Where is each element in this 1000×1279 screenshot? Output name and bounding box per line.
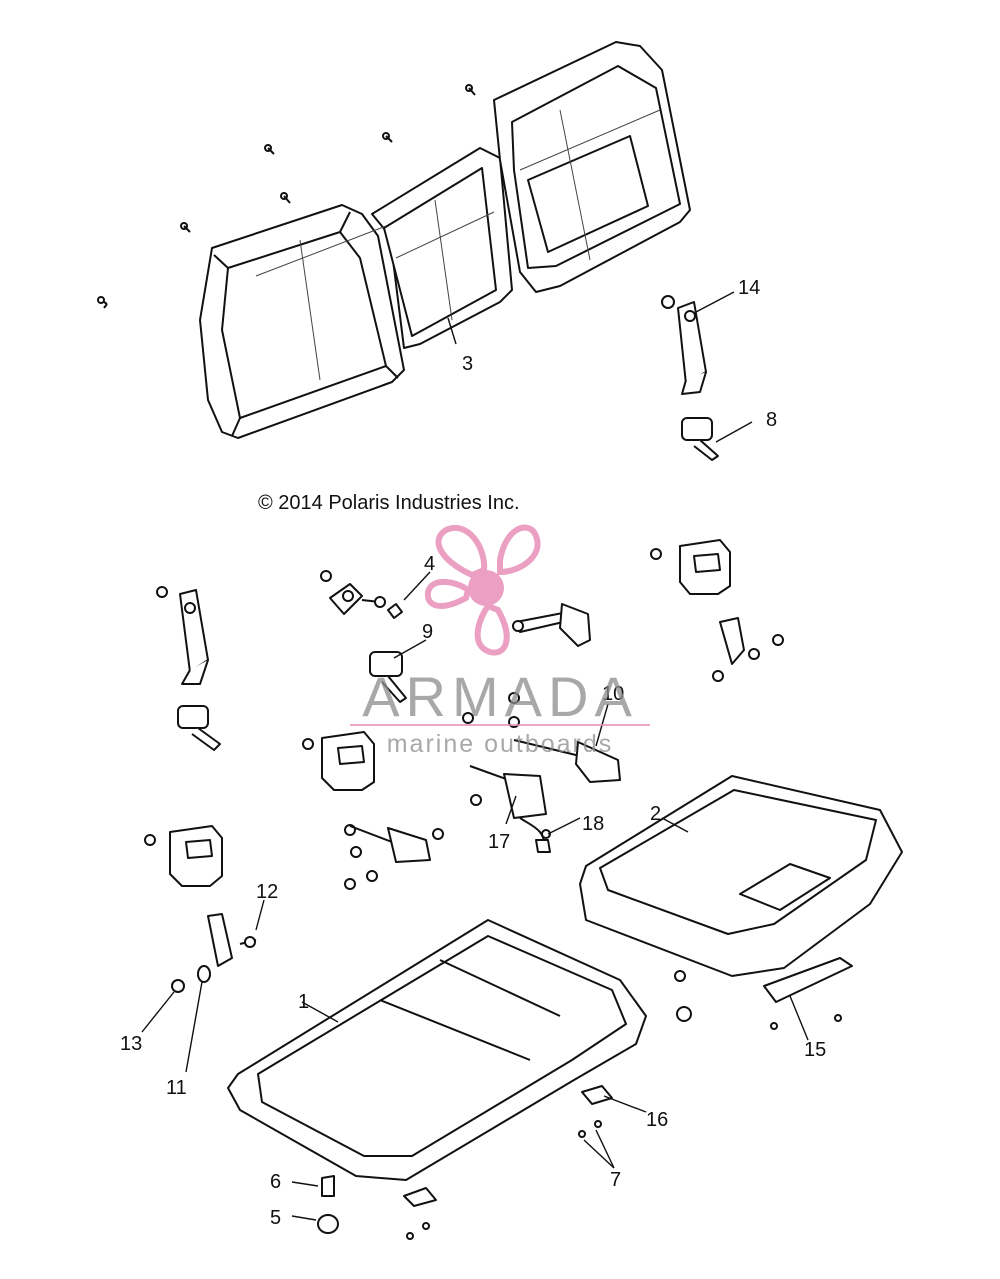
seat-belt-retractor-14 [661,295,707,395]
watermark-propeller-icon [424,524,541,656]
seat-belt-retractor-lower-left [144,825,223,887]
callout-16: 16 [646,1109,668,1131]
backrest-screws [97,84,476,309]
callout-3: 3 [462,353,473,375]
watermark-brand: ARMADA [362,665,638,728]
seat-backrest-assembly [199,41,691,439]
watermark-divider [350,724,650,726]
callout-12: 12 [256,881,278,903]
seat-bottom-2 [579,775,903,977]
callout-14: 14 [738,277,760,299]
callout-7: 7 [610,1169,621,1191]
belt-anchor-4 [320,570,403,619]
callout-2: 2 [650,803,661,825]
bracket-12 [207,913,257,967]
seat-belt-buckle-9 [369,651,407,703]
seat-belt-retractor-left [156,586,209,685]
seat-belt-retractor-center [302,731,375,791]
callout-labels: 1 2 3 4 5 6 7 8 9 10 11 12 13 14 15 16 1… [120,277,826,1229]
nut-13-washer-11 [171,965,211,993]
right-mount-bracket [712,617,784,682]
watermark-tagline: marine outboards [386,730,614,758]
stud-6-grommet-5 [317,1175,437,1240]
callout-15: 15 [804,1039,826,1061]
seat-bracket-15 [674,957,853,1030]
callout-4: 4 [424,553,435,575]
callout-1: 1 [298,991,309,1013]
seat-bottom-1 [227,919,647,1181]
callout-17: 17 [488,831,510,853]
belt-latch-center [512,603,591,647]
callout-6: 6 [270,1171,281,1193]
backrest-surface-lines [255,109,661,381]
callout-10: 10 [602,683,624,705]
seat-belt-retractor-right [650,539,731,595]
leader-lines [141,291,809,1221]
seat-belt-buckle-left [177,705,221,751]
callout-9: 9 [422,621,433,643]
callout-8: 8 [766,409,777,431]
seat-belt-buckle-8 [681,417,719,461]
harness-assembly [462,692,621,853]
belt-webbing-17 [344,824,444,890]
callout-5: 5 [270,1207,281,1229]
callout-18: 18 [582,813,604,835]
callout-13: 13 [120,1033,142,1055]
seat-bracket-16 [578,1085,613,1138]
callout-11: 11 [166,1077,187,1099]
copyright-notice: © 2014 Polaris Industries Inc. [258,492,520,514]
